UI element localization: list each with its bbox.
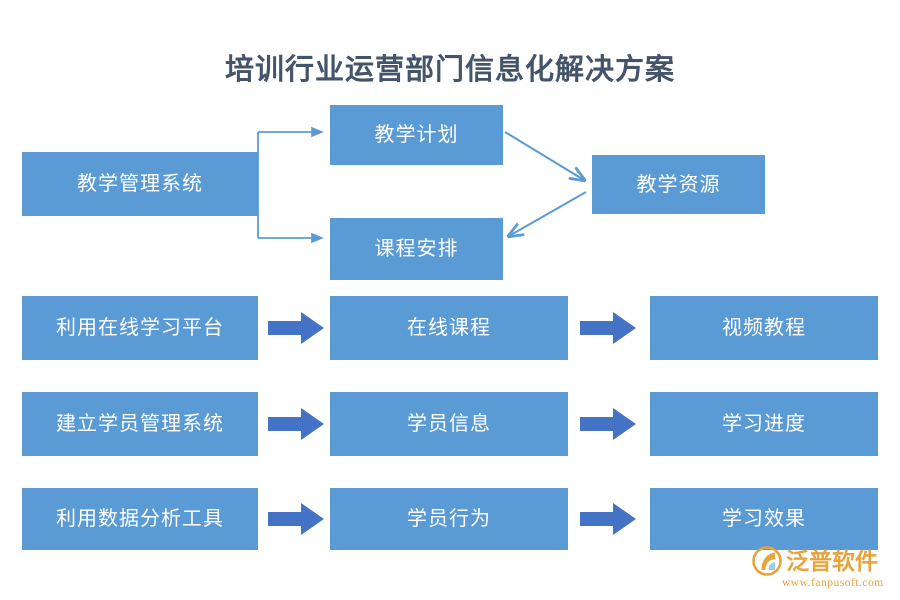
node-row1-step3[interactable]: 视频教程 <box>650 296 878 360</box>
block-arrow-row3-step2-to-step3 <box>580 502 636 536</box>
connector-resource-to-schedule <box>509 191 587 236</box>
node-course-schedule[interactable]: 课程安排 <box>330 218 503 280</box>
block-arrow-row1-step2-to-step3 <box>580 311 636 345</box>
node-row2-step2[interactable]: 学员信息 <box>330 392 568 456</box>
node-row1-step2[interactable]: 在线课程 <box>330 296 568 360</box>
node-row3-step2[interactable]: 学员行为 <box>330 488 568 550</box>
connector-plan-to-resource <box>504 131 584 180</box>
node-row2-step1[interactable]: 建立学员管理系统 <box>22 392 258 456</box>
node-row1-step1[interactable]: 利用在线学习平台 <box>22 296 258 360</box>
node-teaching-plan[interactable]: 教学计划 <box>330 105 503 165</box>
connector-tms-to-branches <box>257 126 324 244</box>
block-arrow-row2-step2-to-step3 <box>580 407 636 441</box>
node-row3-step3[interactable]: 学习效果 <box>650 488 878 550</box>
node-row3-step1[interactable]: 利用数据分析工具 <box>22 488 258 550</box>
block-arrow-row1-step1-to-step2 <box>268 311 324 345</box>
node-teaching-resource[interactable]: 教学资源 <box>592 155 765 214</box>
brand-row: 泛普软件 <box>752 546 878 577</box>
page-title: 培训行业运营部门信息化解决方案 <box>224 54 675 86</box>
fanpu-swoosh-logo-icon <box>752 546 782 577</box>
node-row2-step3[interactable]: 学习进度 <box>650 392 878 456</box>
block-arrow-row2-step1-to-step2 <box>268 407 324 441</box>
brand-url: www.fanpusoft.com <box>782 577 884 590</box>
block-arrow-row3-step1-to-step2 <box>268 502 324 536</box>
brand-watermark: 泛普软件 www.fanpusoft.com <box>752 543 898 593</box>
brand-name: 泛普软件 <box>786 548 878 574</box>
node-teaching-management-system[interactable]: 教学管理系统 <box>22 152 258 216</box>
